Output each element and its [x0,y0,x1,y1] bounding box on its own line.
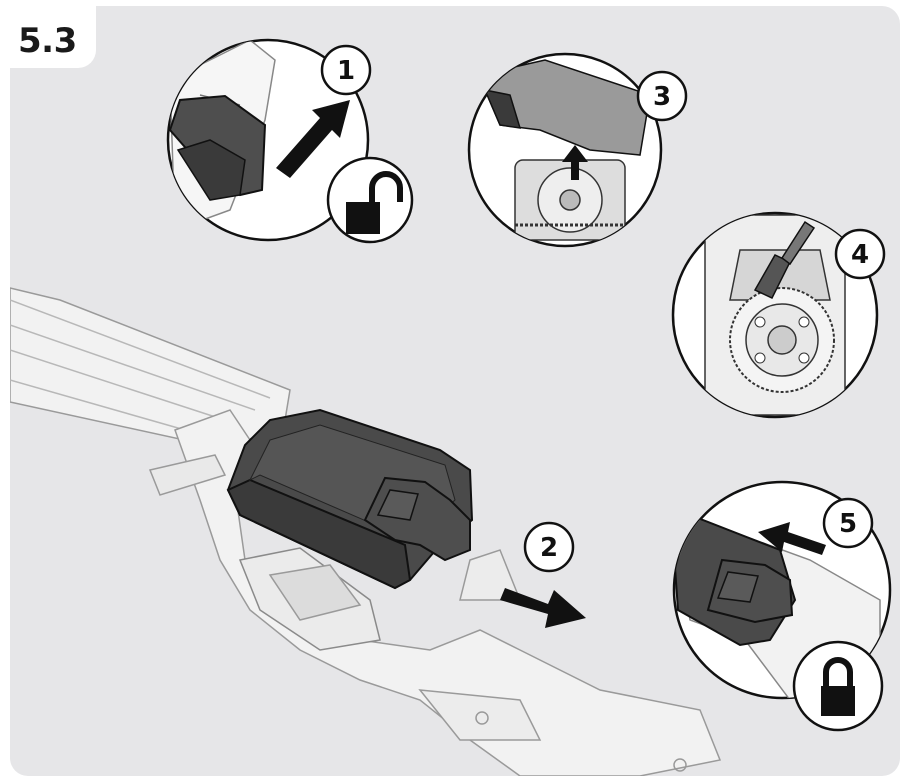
unlock-direction-arrow [276,100,350,178]
step-1-number: 1 [337,56,355,86]
brush-icon [753,220,816,299]
tool-housing [174,409,722,776]
step-3-number: 3 [653,82,671,112]
tool-body [10,287,722,776]
callout-4: 4 [671,211,886,419]
section-number: 5.3 [18,21,77,61]
callout-1: 1 [166,38,414,244]
step-2-arrow [500,588,586,628]
step-2-marker: 2 [523,521,575,573]
blade-bar [10,287,291,451]
section-badge: 5.3 [6,6,96,68]
unlock-icon [346,171,403,234]
lock-icon [821,657,855,716]
step-4-number: 4 [851,240,869,270]
lock-direction-arrow [758,522,826,555]
step-5-number: 5 [839,509,857,539]
battery-cover [226,408,474,590]
step-2-number: 2 [540,533,558,563]
callout-5: 5 [672,480,892,732]
arrow-up-icon [562,145,588,180]
arrow-right-icon [500,588,586,628]
callout-3: 3 [467,52,688,248]
